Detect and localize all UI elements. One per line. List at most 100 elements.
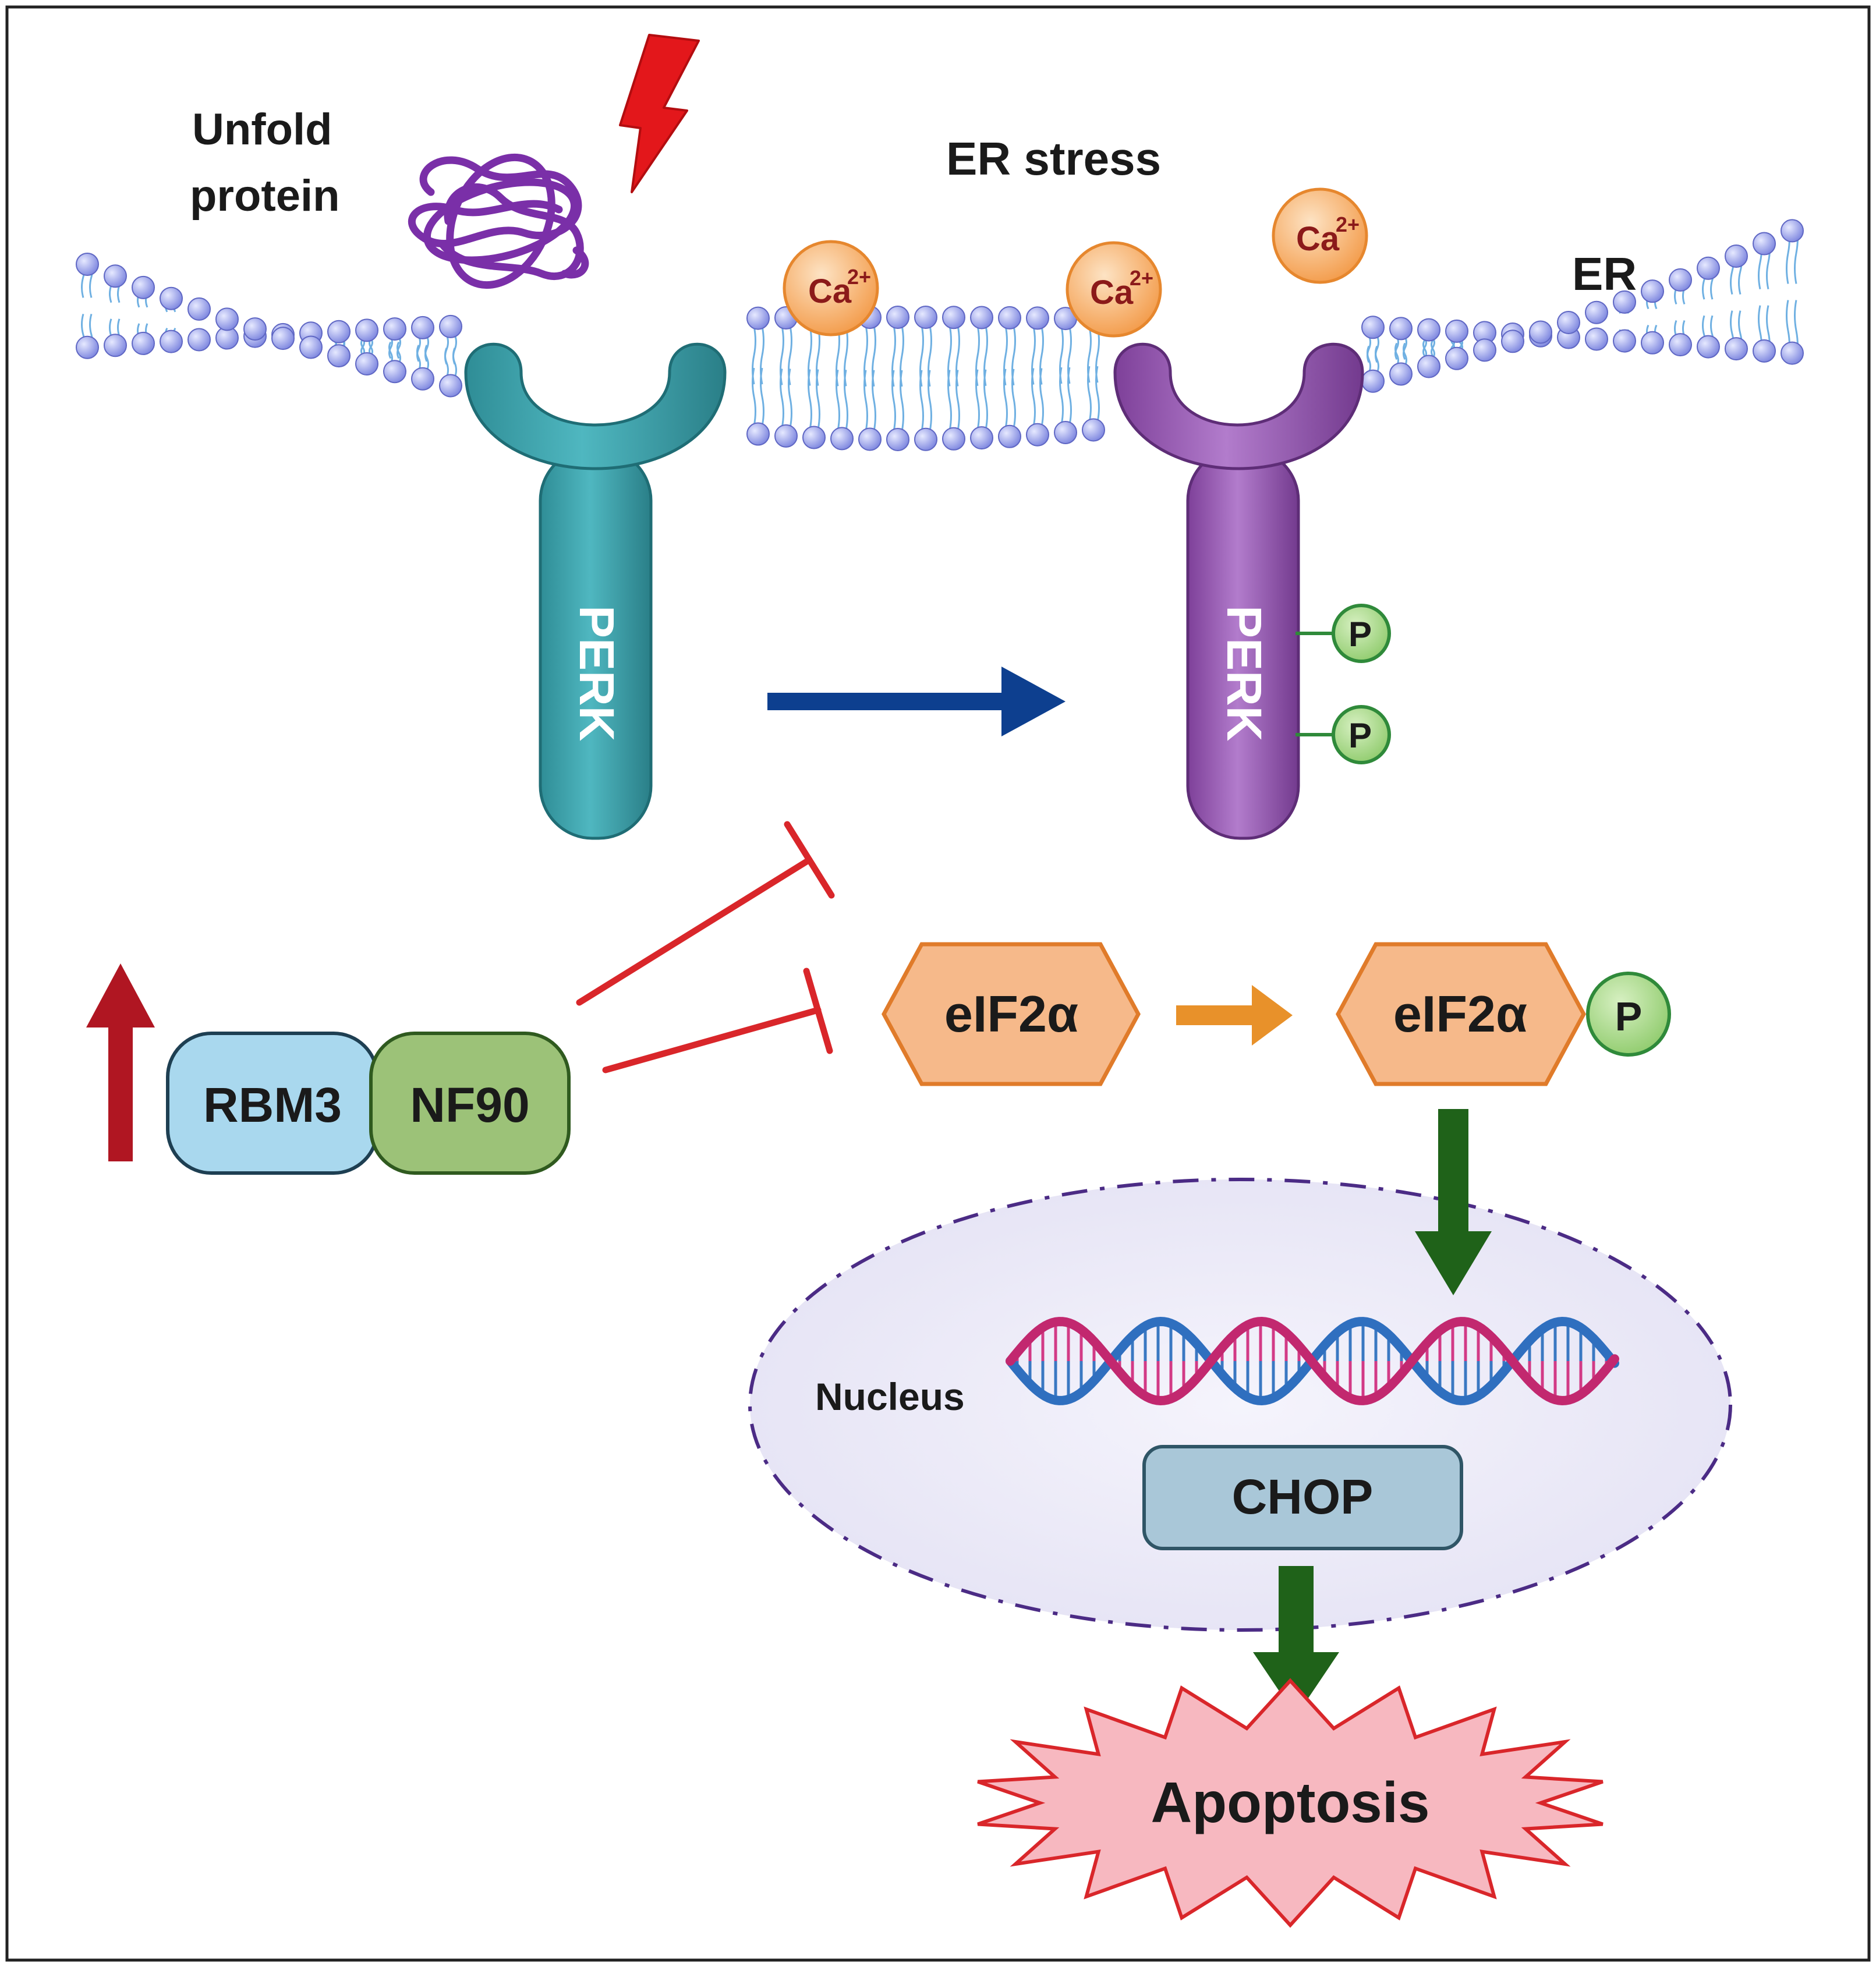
lipid-head [998, 306, 1021, 329]
lipid-tail [1375, 345, 1379, 374]
lipid-head [243, 317, 267, 341]
lipid-head [1585, 300, 1608, 324]
unfolded-protein-icon [408, 153, 589, 289]
lipid-head [411, 316, 434, 339]
svg-text:P: P [1348, 716, 1372, 755]
lipid-head [104, 264, 127, 288]
lipid-head [1529, 320, 1552, 344]
lipid-tail [1095, 366, 1100, 422]
lipid-head [355, 352, 378, 375]
upregulation-arrow [86, 963, 155, 1161]
lipid-head [327, 344, 351, 368]
inhibition-eif2a-line [602, 968, 833, 1073]
lipid-tail [452, 348, 457, 378]
phosphate-group: P [1586, 972, 1671, 1057]
lipid-tail [983, 369, 988, 430]
lipid-head [411, 367, 434, 391]
lipid-tail [1431, 339, 1435, 359]
rbm3-protein: RBM3 [166, 1032, 379, 1175]
lipid-head [1585, 327, 1608, 351]
unfold-protein-label: Unfold [192, 105, 332, 154]
lipid-head [1417, 355, 1440, 378]
lipid-tail [844, 370, 848, 431]
lipid-head [299, 335, 323, 359]
lipid-head [1557, 310, 1580, 334]
lipid-head [355, 318, 378, 342]
svg-text:NF90: NF90 [410, 1078, 529, 1132]
apoptosis-label: Apoptosis [1151, 1770, 1429, 1834]
lipid-tail [752, 367, 756, 426]
lipid-head [1669, 268, 1692, 292]
svg-text:eIF2α: eIF2α [1393, 985, 1527, 1043]
lipid-head [76, 252, 99, 276]
lipid-tail [1394, 342, 1399, 367]
lipid-head [132, 275, 155, 299]
lipid-head [271, 327, 295, 350]
lipid-tail [919, 370, 924, 432]
svg-text:Ca: Ca [1296, 220, 1340, 258]
lipid-tail [955, 370, 960, 431]
lipid-tail [1011, 369, 1016, 429]
lipid-head [187, 297, 211, 321]
lipid-tail [975, 369, 980, 430]
lipid-head [383, 360, 406, 384]
lipid-tail [1394, 336, 1399, 360]
lipid-head [1669, 333, 1692, 357]
lipid-head [970, 306, 993, 329]
dna-helix-icon [1006, 1316, 1619, 1406]
lipid-head [132, 331, 155, 355]
lipid-tail [1431, 337, 1435, 357]
lipid-tail [1003, 369, 1008, 429]
perk-active-receptor: PERK [1113, 342, 1364, 840]
svg-text:P: P [1348, 615, 1372, 654]
nucleus-label: Nucleus [815, 1375, 965, 1418]
lipid-head [858, 427, 882, 451]
lipid-head [1082, 418, 1105, 442]
lipid-head [914, 306, 937, 329]
inhibition-perk-line [576, 821, 835, 1006]
lipid-tail [788, 369, 792, 428]
svg-text:P: P [1615, 994, 1643, 1039]
dna-strand [1006, 1316, 1619, 1406]
lipid-head [1389, 317, 1413, 341]
lipid-head [1445, 319, 1468, 343]
lipid-head [746, 422, 770, 446]
lipid-tail [891, 370, 896, 432]
lipid-head [1781, 219, 1804, 243]
lipid-head [1026, 306, 1049, 330]
lipid-head [1753, 339, 1776, 363]
lipid-head [1697, 256, 1720, 280]
lipid-tail [1403, 336, 1407, 360]
lipid-head [1417, 318, 1440, 342]
lipid-head [1725, 245, 1748, 268]
lipid-head [774, 424, 798, 448]
lipid-head [1445, 346, 1468, 370]
lipid-head [1697, 335, 1720, 359]
lipid-head [1613, 329, 1636, 353]
nf90-protein: NF90 [369, 1032, 571, 1175]
lipid-tail [1059, 367, 1064, 425]
svg-text:eIF2α: eIF2α [944, 985, 1078, 1043]
lipid-head [970, 426, 993, 450]
phosphate-group: P [1295, 705, 1391, 764]
pathway-arrow-to-nucleus [1415, 1109, 1492, 1295]
lipid-head [1781, 341, 1804, 365]
lipid-tail [836, 370, 840, 431]
lipid-head [383, 317, 406, 341]
unfold-protein-label-line2: protein [190, 171, 340, 221]
lipid-tail [760, 367, 764, 426]
svg-text:2+: 2+ [1336, 212, 1360, 236]
stress-bolt-icon [619, 34, 700, 193]
eif2a-arrow [1176, 985, 1293, 1046]
lipid-tail [1087, 366, 1092, 422]
lipid-tail [1039, 368, 1044, 427]
lipid-tail [424, 345, 429, 371]
lipid-tail [900, 370, 904, 432]
lipid-tail [1067, 367, 1072, 425]
lipid-head [1613, 290, 1636, 314]
lipid-tail [780, 369, 784, 428]
lipid-head [1361, 316, 1385, 339]
lipid-head [104, 334, 127, 357]
